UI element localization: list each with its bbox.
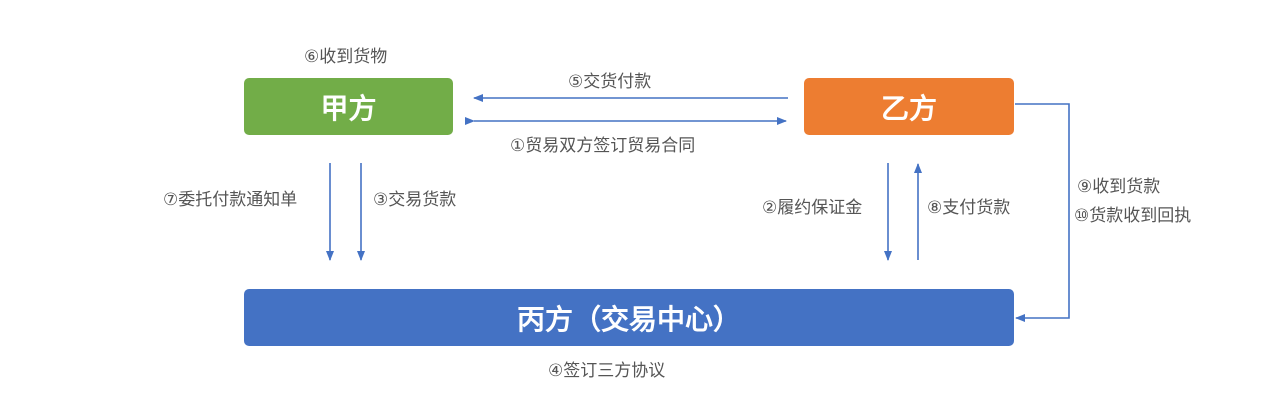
node-party-c: 丙方（交易中心） bbox=[244, 289, 1014, 346]
node-party-a: 甲方 bbox=[244, 78, 453, 135]
label-pay-goods: ⑧支付货款 bbox=[927, 198, 1011, 218]
label-performance-bond: ②履约保证金 bbox=[762, 198, 863, 218]
node-party-b-label: 乙方 bbox=[880, 91, 937, 125]
label-entrust-notice: ⑦委托付款通知单 bbox=[163, 190, 298, 210]
label-trade-payment: ③交易货款 bbox=[373, 190, 457, 210]
label-receive-payment: ⑨收到货款 bbox=[1077, 177, 1161, 197]
node-party-b: 乙方 bbox=[804, 78, 1014, 135]
label-trade-contract: ①贸易双方签订贸易合同 bbox=[510, 136, 696, 156]
label-delivery-payment: ⑤交货付款 bbox=[568, 72, 652, 92]
label-payment-receipt: ⑩货款收到回执 bbox=[1074, 206, 1192, 226]
arrow-receipt-path bbox=[1015, 103, 1070, 322]
label-tripartite-agreement: ④签订三方协议 bbox=[548, 361, 666, 381]
node-party-c-label: 丙方（交易中心） bbox=[516, 302, 741, 336]
label-receive-goods: ⑥收到货物 bbox=[304, 47, 388, 67]
node-party-a-label: 甲方 bbox=[320, 91, 377, 125]
